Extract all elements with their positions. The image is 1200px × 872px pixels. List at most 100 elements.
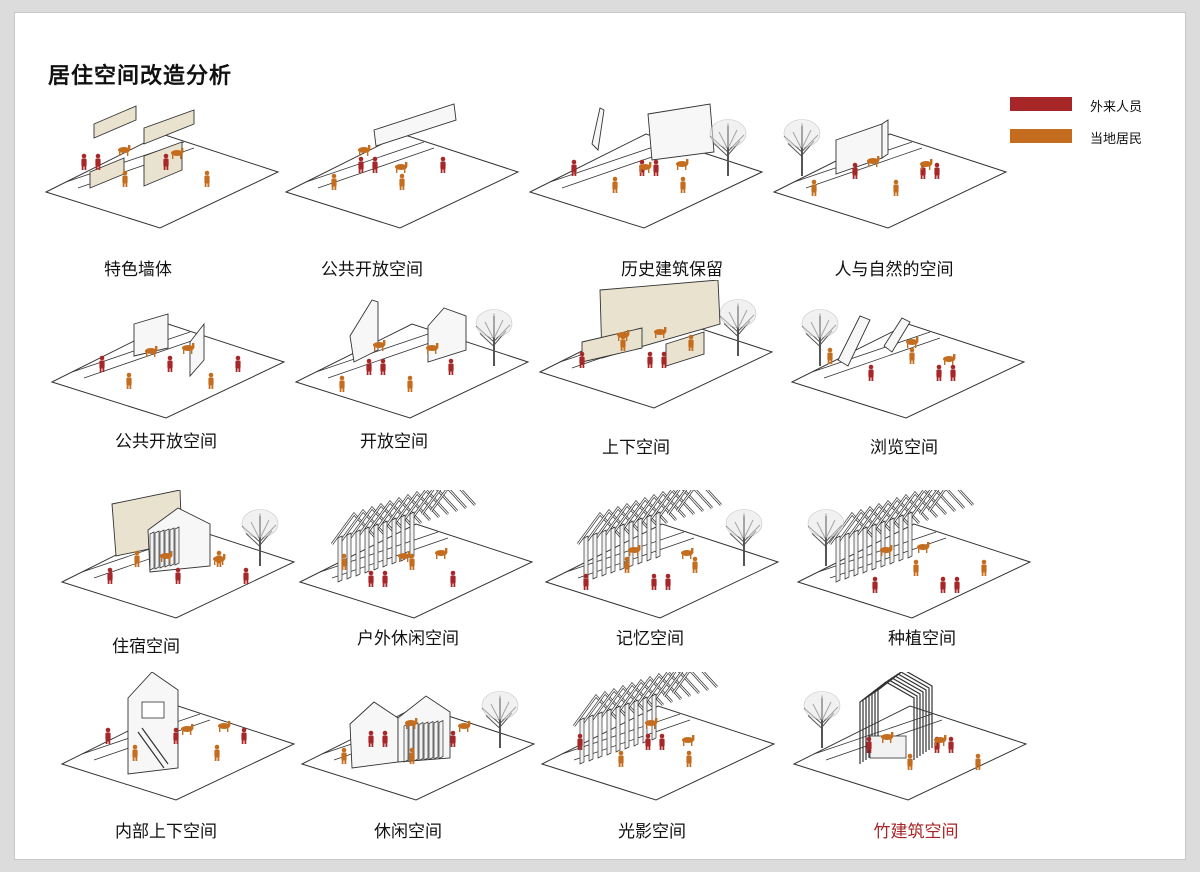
panel-lodging <box>60 490 300 620</box>
animal-figure <box>676 159 689 170</box>
animal-figure <box>435 548 448 559</box>
panel-feature-walls <box>44 100 284 230</box>
slat <box>889 517 895 565</box>
animal-figure <box>920 159 933 170</box>
animal-figure <box>218 721 231 732</box>
person-figure <box>81 153 87 170</box>
animal-figure <box>681 548 694 559</box>
stair <box>137 727 169 769</box>
animal-figure <box>654 327 667 338</box>
label-browse: 浏览空间 <box>870 438 938 458</box>
person-figure <box>579 351 585 368</box>
animal-figure <box>867 156 880 167</box>
slat <box>597 711 603 759</box>
slat <box>651 693 657 741</box>
person-figure <box>372 156 378 173</box>
person-figure <box>341 747 347 764</box>
legend-swatch-locals <box>1010 129 1072 143</box>
slat <box>154 530 160 570</box>
person-figure <box>399 173 405 190</box>
person-figure <box>243 567 249 584</box>
person-figure <box>368 570 374 587</box>
label-light-shadow: 光影空间 <box>618 822 686 842</box>
slat <box>346 532 352 580</box>
roof-slat <box>421 490 467 515</box>
label-public-open-2: 公共开放空间 <box>115 432 217 452</box>
white-wall <box>189 322 205 378</box>
slat <box>835 535 841 583</box>
person-figure <box>407 375 413 392</box>
animal-figure <box>398 551 411 562</box>
slat <box>898 514 904 562</box>
slat <box>409 511 415 559</box>
panel-human-nature <box>772 100 1012 230</box>
axonometric-diagram <box>538 280 774 409</box>
animal-figure <box>934 735 947 746</box>
tree-icon <box>783 119 821 176</box>
slat <box>438 719 444 760</box>
person-figure <box>645 733 651 750</box>
slat <box>174 526 180 566</box>
person-figure <box>577 733 583 750</box>
animal-figure <box>160 551 173 562</box>
axonometric-diagram <box>294 299 530 419</box>
label-open-space: 开放空间 <box>360 432 428 452</box>
person-figure <box>868 364 874 381</box>
slat <box>853 529 859 577</box>
person-figure <box>382 570 388 587</box>
person-figure <box>866 736 872 753</box>
slat <box>164 528 170 568</box>
panel-internal-up-down <box>60 672 300 802</box>
animal-figure <box>213 554 226 565</box>
panel-memory <box>544 490 784 620</box>
person-figure <box>872 576 878 593</box>
panel-historic-building <box>528 100 768 230</box>
panel-public-open-1 <box>284 100 524 230</box>
person-figure <box>95 153 101 170</box>
roof-slat <box>901 490 947 521</box>
person-figure <box>450 570 456 587</box>
person-figure <box>241 727 247 744</box>
tree-icon <box>241 509 279 566</box>
legend-label-visitors: 外来人员 <box>1090 100 1143 115</box>
slat <box>628 520 634 568</box>
axonometric-diagram <box>284 103 520 229</box>
axonometric-diagram <box>544 490 780 619</box>
person-figure <box>448 358 454 375</box>
tree-icon <box>725 509 763 566</box>
page-title: 居住空间改造分析 <box>48 64 233 89</box>
slat <box>382 520 388 568</box>
person-figure <box>618 750 624 767</box>
slat <box>633 699 639 747</box>
ground-plane <box>792 705 1028 801</box>
person-figure <box>653 159 659 176</box>
animal-figure <box>880 545 893 556</box>
slat <box>413 722 419 762</box>
bamboo-frame <box>877 672 933 752</box>
person-figure <box>913 559 919 576</box>
white-wall <box>647 103 715 161</box>
animal-figure <box>639 162 652 173</box>
slat <box>624 702 630 750</box>
person-figure <box>661 351 667 368</box>
roof-slat <box>667 490 713 515</box>
person-figure <box>852 162 858 179</box>
label-leisure: 休闲空间 <box>374 822 442 842</box>
person-figure <box>134 550 140 567</box>
animal-figure <box>405 718 418 729</box>
animal-figure <box>943 354 956 365</box>
tree-icon <box>475 309 513 366</box>
label-feature-walls: 特色墙体 <box>104 260 172 280</box>
slat <box>433 720 439 760</box>
road-line <box>811 331 941 379</box>
axonometric-diagram <box>300 691 536 801</box>
slat <box>619 523 625 571</box>
animal-figure <box>181 724 194 735</box>
slat <box>355 529 361 577</box>
legend-swatch-visitors <box>1010 97 1072 111</box>
slat <box>615 705 621 753</box>
person-figure <box>934 162 940 179</box>
axonometric-diagram <box>298 490 534 619</box>
person-figure <box>126 372 132 389</box>
tree-icon <box>803 691 841 748</box>
